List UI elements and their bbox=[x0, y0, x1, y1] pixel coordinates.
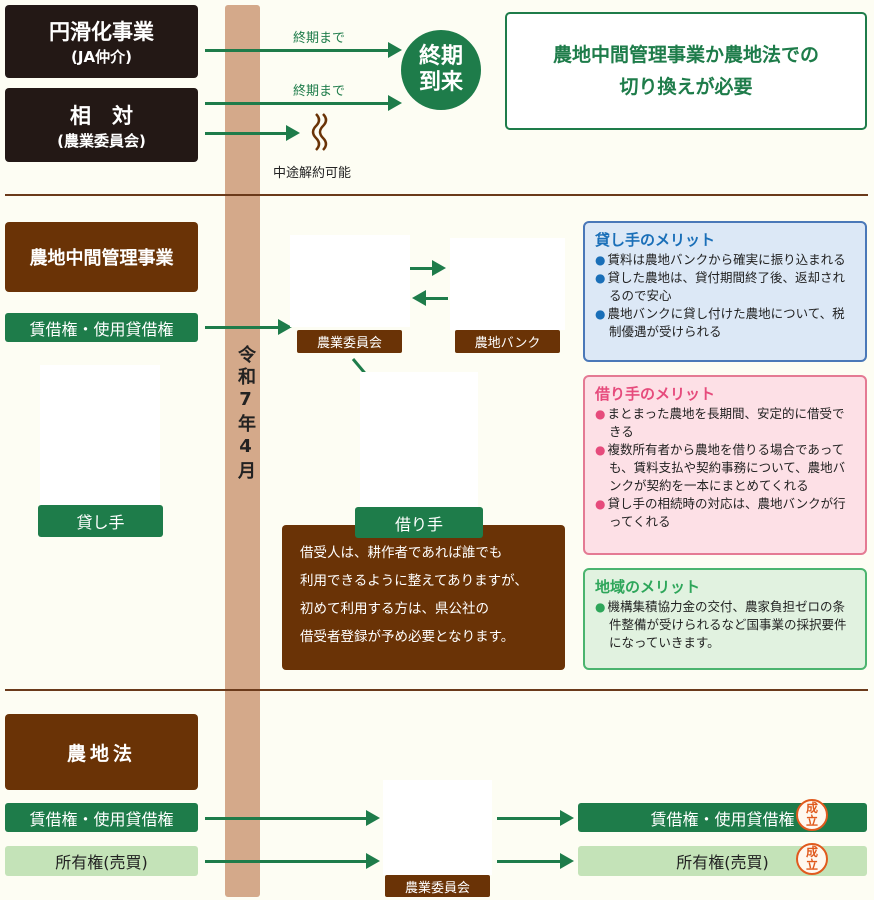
committee-label: 農業委員会 bbox=[297, 330, 402, 353]
region-merit-box: 地域のメリット 機構集積協力金の交付、農家負担ゼロの条件整備が受けられるなど国事… bbox=[583, 568, 867, 670]
aitai-box: 相 対 (農業委員会) bbox=[5, 88, 198, 162]
intermediary-title-box: 農地中間管理事業 bbox=[5, 222, 198, 292]
switch-line1: 農地中間管理事業か農地法での bbox=[552, 44, 819, 66]
bottom-rights-bar: 賃借権・使用貸借権 bbox=[5, 803, 198, 832]
middle-rights-bar: 賃借権・使用貸借権 bbox=[5, 313, 198, 342]
note-line: 初めて利用する方は、県公社の bbox=[300, 601, 489, 617]
stamp-char: 成 bbox=[805, 801, 818, 815]
bottom-committee-label: 農業委員会 bbox=[385, 875, 490, 897]
lender-image bbox=[40, 365, 160, 505]
until-end-label-2: 終期まで bbox=[293, 84, 346, 99]
smooth-sub: (JA仲介) bbox=[71, 48, 132, 66]
arrow-rights-result bbox=[497, 810, 574, 826]
merit-item: 賃料は農地バンクから確実に振り込まれる bbox=[595, 251, 855, 269]
borrower-merit-box: 借り手のメリット まとまった農地を長期間、安定的に借受できる複数所有者から農地を… bbox=[583, 375, 867, 555]
bank-image bbox=[450, 238, 565, 330]
divider-top bbox=[5, 194, 868, 196]
switch-line2: 切り換えが必要 bbox=[619, 76, 753, 98]
bank-label: 農地バンク bbox=[455, 330, 560, 353]
timeline-pole bbox=[225, 5, 260, 897]
farmland-law-title-box: 農地法 bbox=[5, 714, 198, 790]
divider-bottom bbox=[5, 689, 868, 691]
switch-required-box: 農地中間管理事業か農地法での 切り換えが必要 bbox=[505, 12, 867, 130]
arrow-rights-to-committee bbox=[205, 810, 380, 826]
end-circle-line2: 到来 bbox=[418, 70, 463, 95]
arrow-cancel bbox=[205, 125, 300, 141]
bottom-committee-image bbox=[383, 780, 492, 875]
stamp-char: 立 bbox=[805, 858, 818, 872]
squiggle-icon bbox=[311, 113, 328, 151]
merit-item: 貸した農地は、貸付期間終了後、返却されるので安心 bbox=[595, 269, 855, 305]
lender-label: 貸し手 bbox=[38, 505, 163, 537]
note-line: 借受人は、耕作者であれば誰でも bbox=[300, 545, 503, 561]
lender-merit-title: 貸し手のメリット bbox=[595, 231, 716, 249]
end-circle: 終期 到来 bbox=[401, 30, 481, 110]
aitai-sub: (農業委員会) bbox=[57, 131, 146, 150]
arrow-to-committee bbox=[205, 319, 292, 335]
merit-item: 貸し手の相続時の対応は、農地バンクが行ってくれる bbox=[595, 495, 855, 531]
arrow-ownership-result bbox=[497, 853, 574, 869]
merit-item: まとまった農地を長期間、安定的に借受できる bbox=[595, 405, 855, 441]
stamp-char: 成 bbox=[805, 845, 818, 859]
until-end-label-1: 終期まで bbox=[293, 31, 346, 46]
merit-item: 複数所有者から農地を借りる場合であっても、賃料支払や契約事務について、農地バンク… bbox=[595, 441, 855, 495]
smooth-title: 円滑化事業 bbox=[49, 20, 154, 44]
merit-item: 農地バンクに貸し付けた農地について、税制優遇が受けられる bbox=[595, 305, 855, 341]
arrow-smooth bbox=[205, 42, 402, 58]
region-merit-title: 地域のメリット bbox=[595, 578, 701, 596]
borrower-image bbox=[360, 372, 478, 508]
stamp-char: 立 bbox=[805, 814, 818, 828]
committee-image bbox=[290, 235, 410, 327]
date-vertical: 令和7年4月 bbox=[235, 345, 256, 483]
note-line: 借受者登録が予め必要となります。 bbox=[300, 629, 515, 645]
arrow-from-bank bbox=[412, 290, 448, 306]
note-line: 利用できるように整えてありますが、 bbox=[300, 573, 528, 589]
established-stamp-icon: 成立 bbox=[796, 799, 828, 831]
borrower-merit-title: 借り手のメリット bbox=[595, 385, 716, 403]
end-circle-line1: 終期 bbox=[418, 44, 463, 69]
smooth-project-box: 円滑化事業 (JA仲介) bbox=[5, 5, 198, 78]
arrow-aitai bbox=[205, 95, 402, 111]
lender-merit-box: 貸し手のメリット 賃料は農地バンクから確実に振り込まれる貸した農地は、貸付期間終… bbox=[583, 221, 867, 362]
registration-note: 借受人は、耕作者であれば誰でも 利用できるように整えてありますが、 初めて利用す… bbox=[282, 525, 565, 670]
established-stamp-icon: 成立 bbox=[796, 843, 828, 875]
merit-item: 機構集積協力金の交付、農家負担ゼロの条件整備が受けられるなど国事業の採択要件にな… bbox=[595, 598, 855, 652]
borrower-label: 借り手 bbox=[355, 507, 483, 538]
arrow-ownership-to-committee bbox=[205, 853, 380, 869]
bottom-ownership-bar: 所有権(売買) bbox=[5, 846, 198, 876]
aitai-title: 相 対 bbox=[70, 103, 133, 128]
arrow-to-bank bbox=[410, 260, 446, 276]
cancel-label: 中途解約可能 bbox=[273, 166, 352, 181]
